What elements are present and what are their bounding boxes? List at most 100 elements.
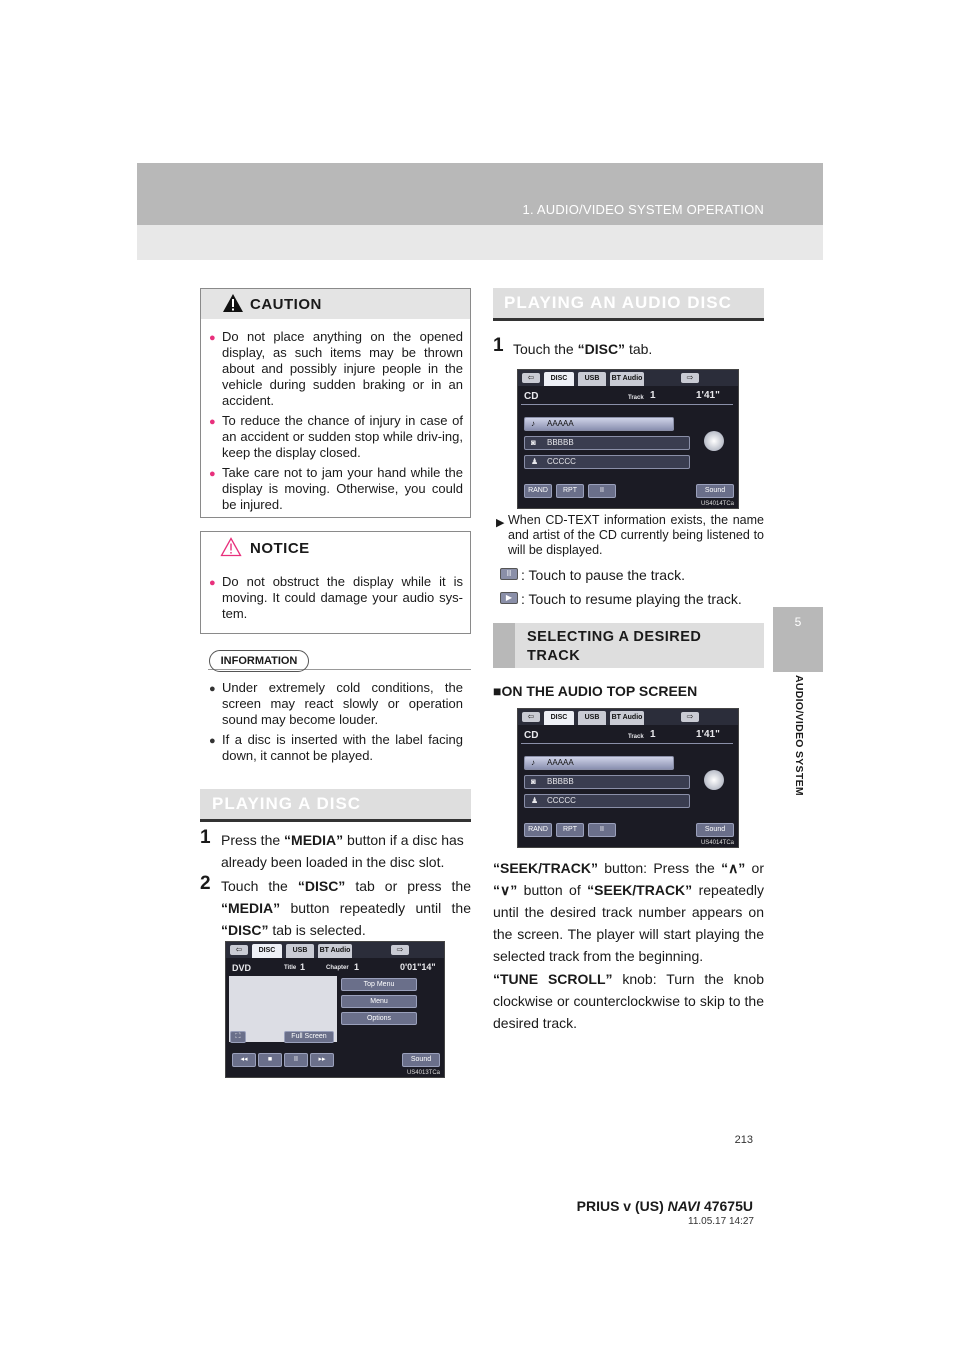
info-divider — [208, 669, 471, 670]
section-bar-accent — [493, 623, 515, 668]
section-bar-playing-audio — [493, 288, 764, 318]
pause-button: II — [284, 1053, 308, 1067]
expand-icon: ⛶ — [230, 1031, 246, 1043]
caution-item: ●Take care not to jam your hand while th… — [209, 465, 463, 512]
figure-code: US4014TCa — [700, 840, 734, 846]
section-underline — [200, 819, 471, 822]
cd-screen-image: ⇦ DISC USB BT Audio ⇨ CD Track 1 1'41" ♪… — [517, 369, 739, 509]
tab-disc: DISC — [544, 711, 574, 725]
scroll-knob-icon — [704, 431, 724, 451]
section-title: 1. AUDIO/VIDEO SYSTEM OPERATION — [522, 202, 764, 217]
chapter-number: 5 — [794, 615, 802, 629]
title-value: 1 — [300, 962, 306, 972]
repeat-button: RPT — [556, 823, 584, 837]
notice-title: NOTICE — [250, 540, 310, 557]
caution-item: ●Do not place anything on the opened dis… — [209, 329, 463, 408]
tab-bt-audio: BT Audio — [610, 372, 644, 386]
source-label: CD — [524, 730, 539, 741]
tab-disc: DISC — [252, 944, 282, 958]
play-icon: ▶ — [500, 592, 518, 604]
music-note-icon: ♪ — [531, 758, 535, 767]
information-list: ●Under extremely cold conditions, the sc… — [209, 680, 463, 768]
step-text: Press the “MEDIA” button if a disc has a… — [221, 832, 464, 870]
repeat-button: RPT — [556, 484, 584, 498]
caution-title: CAUTION — [250, 296, 322, 313]
caution-item: ●To reduce the chance of injury in case … — [209, 413, 463, 460]
section-bar-selecting — [493, 623, 764, 668]
bullet-icon: ● — [209, 332, 216, 344]
information-badge: INFORMATION — [209, 650, 309, 672]
section-underline — [493, 318, 764, 321]
header-dark-band — [137, 163, 823, 225]
artist-row: ♟CCCCC — [524, 794, 690, 808]
footer-date: 11.05.17 14:27 — [688, 1216, 754, 1227]
artist-row: ♟CCCCC — [524, 455, 690, 469]
tab-usb: USB — [286, 944, 314, 958]
sound-button: Sound — [402, 1053, 440, 1067]
caution-box — [200, 288, 471, 518]
cd-text-note: When CD-TEXT information exists, the nam… — [508, 513, 764, 557]
screen-divider — [521, 404, 733, 405]
resume-description: : Touch to resume playing the track. — [521, 591, 742, 607]
back-arrow-icon: ⇦ — [522, 373, 540, 383]
person-icon: ♟ — [531, 457, 539, 466]
bullet-icon: ● — [209, 683, 216, 695]
notice-triangle-icon — [220, 537, 242, 557]
notice-box — [200, 531, 471, 634]
chapter-label: AUDIO/VIDEO SYSTEM — [793, 675, 805, 796]
caution-header — [201, 289, 470, 319]
random-button: RAND — [524, 823, 552, 837]
pause-button: II — [588, 484, 616, 498]
section-bar-playing-disc — [200, 789, 471, 819]
figure-code: US4013TCa — [406, 1070, 440, 1076]
album-row: ♪AAAAA — [524, 756, 674, 770]
scroll-knob-icon — [704, 770, 724, 790]
pause-icon: II — [500, 568, 518, 580]
top-menu-button: Top Menu — [341, 978, 417, 991]
full-screen-button: Full Screen — [284, 1031, 334, 1043]
rewind-button: ◂◂ — [232, 1053, 256, 1067]
seek-track-description: “SEEK/TRACK” button: Press the “∧” or “∨… — [493, 860, 765, 964]
cd-screen-image-2: ⇦ DISC USB BT Audio ⇨ CD Track 1 1'41" ♪… — [517, 708, 739, 848]
footer-model: PRIUS v (US) NAVI 47675U — [576, 1198, 753, 1214]
time-readout: 0'01"14" — [400, 962, 436, 972]
subheading-audio-top: ■ON THE AUDIO TOP SCREEN — [493, 683, 698, 699]
sound-button: Sound — [696, 484, 734, 498]
track-label: Track — [628, 734, 644, 740]
notice-list: ●Do not obstruct the display while it is… — [209, 574, 463, 626]
figure-code: US4014TCa — [700, 501, 734, 507]
pause-description: : Touch to pause the track. — [521, 567, 685, 583]
title-label: Title — [284, 965, 297, 971]
screen-divider — [521, 743, 733, 744]
forward-arrow-icon: ⇨ — [391, 945, 409, 955]
step-text: Touch the “DISC” tab or press the “MEDIA… — [221, 878, 471, 938]
tab-bt-audio: BT Audio — [610, 711, 644, 725]
dvd-screen-image: ⇦ DISC USB BT Audio ⇨ DVD Title 1 Chapte… — [225, 941, 445, 1078]
page-number: 213 — [734, 1134, 753, 1146]
disc-row: ◙BBBBB — [524, 436, 690, 450]
notice-item: ●Do not obstruct the display while it is… — [209, 574, 463, 621]
step-number: 2 — [200, 873, 211, 894]
warning-triangle-icon — [223, 294, 243, 312]
disc-row: ◙BBBBB — [524, 775, 690, 789]
bullet-icon: ● — [209, 468, 216, 480]
caution-list: ●Do not place anything on the opened dis… — [209, 329, 463, 517]
tab-usb: USB — [578, 372, 606, 386]
bullet-icon: ● — [209, 735, 216, 747]
stop-button: ■ — [258, 1053, 282, 1067]
random-button: RAND — [524, 484, 552, 498]
step-number: 1 — [200, 827, 211, 848]
chapter-value: 1 — [354, 962, 360, 972]
tab-bt-audio: BT Audio — [318, 944, 352, 958]
information-item: ●If a disc is inserted with the label fa… — [209, 732, 463, 763]
bullet-icon: ● — [209, 577, 216, 589]
tab-disc: DISC — [544, 372, 574, 386]
album-row: ♪AAAAA — [524, 417, 674, 431]
chapter-label-wrap: AUDIO/VIDEO SYSTEM — [791, 675, 805, 825]
chapter-tab — [773, 607, 823, 672]
source-label: DVD — [232, 963, 252, 973]
information-item: ●Under extremely cold conditions, the sc… — [209, 680, 463, 727]
tune-scroll-description: “TUNE SCROLL” knob: Turn the knob clockw… — [493, 971, 764, 1031]
forward-arrow-icon: ⇨ — [681, 712, 699, 722]
